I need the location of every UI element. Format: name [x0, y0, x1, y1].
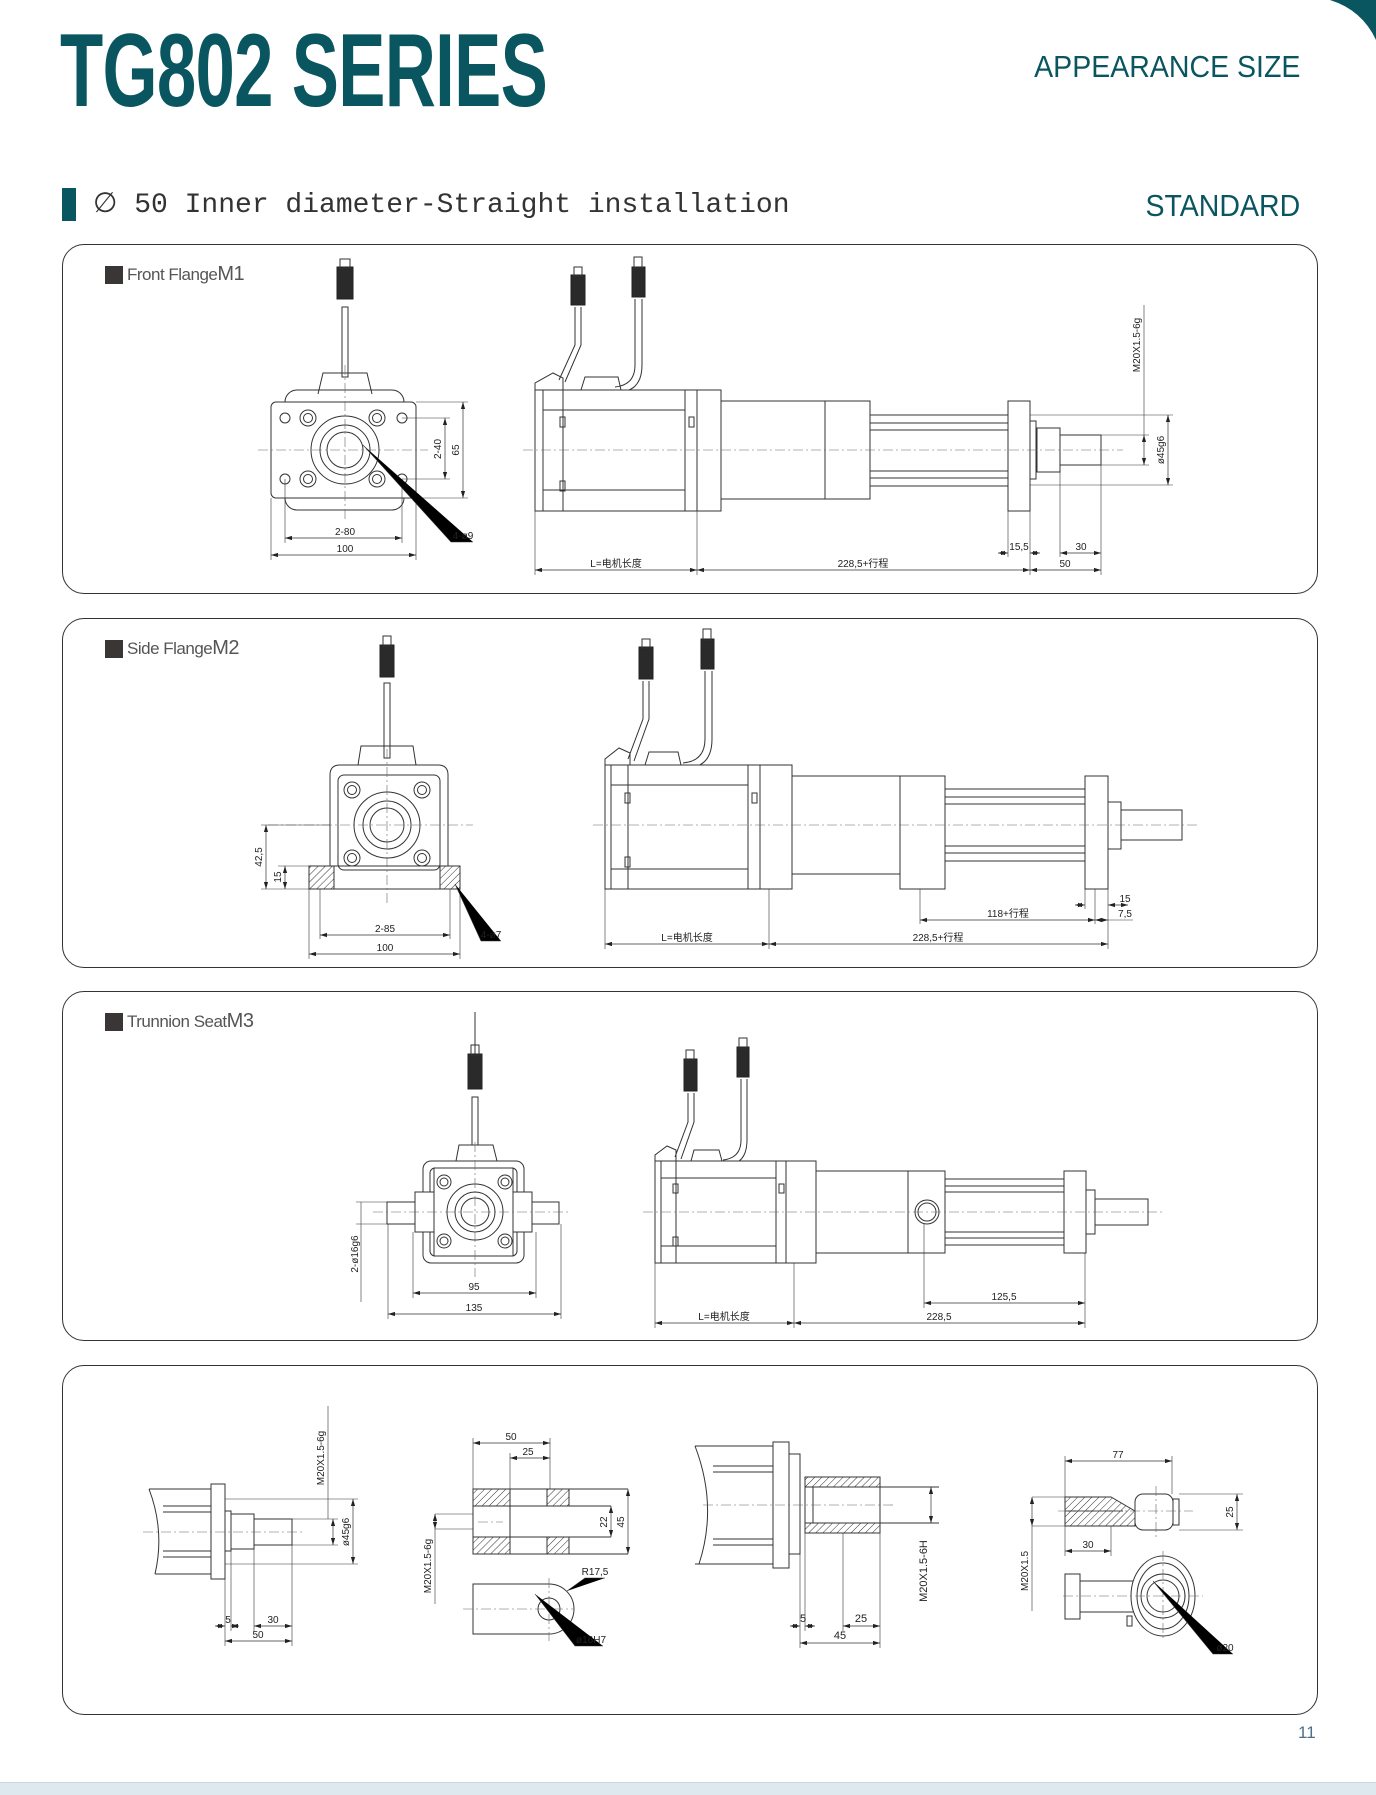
dim-label: L=电机长度: [698, 1310, 749, 1323]
page-number: 11: [1298, 1723, 1316, 1742]
dim-label: 2-ø16g6: [350, 1235, 361, 1273]
page-subtitle: APPEARANCE SIZE: [1033, 49, 1300, 84]
corner-decoration: [1330, 0, 1376, 40]
dim-label: 15: [273, 871, 284, 883]
label-text: Side Flange: [127, 638, 213, 658]
dim-label: 77: [1112, 1450, 1124, 1461]
dim-label: 4-ø9: [453, 531, 474, 542]
dim-label: 7,5: [1118, 909, 1132, 920]
dim-label: R17,5: [582, 1567, 609, 1578]
dim-label: ø45g6: [1156, 435, 1167, 464]
dim-label: ø45g6: [341, 1517, 352, 1546]
dim-label: 30: [1075, 542, 1087, 553]
dim-label: 2-40: [433, 439, 444, 459]
dim-label: 2-80: [335, 527, 355, 538]
clevis-drawing: 50 25 22 45 M20X1.5-6g R17,5 ø16H7: [423, 1432, 631, 1647]
dim-label: 42,5: [254, 847, 265, 867]
label-square-icon: [105, 265, 123, 284]
dim-label: 45: [834, 1630, 846, 1642]
dim-label: 4-ø7: [481, 930, 502, 941]
dim-label: 45: [616, 1516, 627, 1528]
dim-label: M20X1.5-6g: [316, 1431, 327, 1485]
label-code: M2: [212, 637, 240, 659]
rod-end-drawing: M20X1.5-6g ø45g6 5 30 50: [143, 1406, 358, 1646]
dim-label: 228,5: [926, 1312, 951, 1323]
dim-label: ø20: [1216, 1643, 1234, 1654]
panel-label: Front Flange M1: [105, 263, 245, 286]
label-code: M3: [226, 1010, 254, 1032]
dim-label: 25: [522, 1447, 534, 1458]
dim-label: 30: [1082, 1540, 1094, 1551]
dim-label: 50: [505, 1432, 517, 1443]
front-view-drawing: 2-ø16g6 95 135: [350, 1012, 568, 1319]
dim-label: L=电机长度: [590, 557, 641, 570]
dim-label: 95: [468, 1282, 480, 1293]
panel-front-flange: Front Flange M1 2-80 100: [62, 244, 1318, 594]
dim-label: M20X1.5-6H: [918, 1540, 930, 1602]
dim-label: 50: [1059, 559, 1071, 570]
panel-rod-end-accessories: M20X1.5-6g ø45g6 5 30 50 50: [62, 1365, 1318, 1715]
dim-label: 228,5+行程: [913, 931, 964, 944]
label-square-icon: [105, 639, 123, 658]
dim-label: 100: [377, 943, 394, 954]
rod-eye-drawing: 77 25 M20X1.5 30 ø20: [1020, 1450, 1243, 1655]
label-text: Front Flange: [127, 264, 218, 284]
label-text: Trunnion Seat: [127, 1011, 227, 1031]
dim-label: 100: [337, 544, 354, 555]
dim-label: 25: [1225, 1506, 1236, 1518]
dim-label: 5: [225, 1615, 231, 1626]
dim-label: 135: [466, 1303, 483, 1314]
dim-label: 22: [599, 1516, 610, 1528]
dim-label: 125,5: [991, 1292, 1016, 1303]
section-title: ∅ 50 Inner diameter-Straight installatio…: [93, 190, 790, 221]
dim-label: 5: [800, 1613, 806, 1625]
side-view-drawing: L=电机长度 228,5+行程 50 15,5 30 M20X1.5-6g ø4…: [523, 256, 1173, 575]
dim-label: M20X1.5-6g: [423, 1539, 434, 1593]
panel-label: Trunnion Seat M3: [105, 1010, 254, 1033]
section-marker: [62, 188, 76, 221]
dim-label: 25: [855, 1613, 867, 1625]
label-code: M1: [217, 263, 245, 285]
dim-label: ø16H7: [576, 1635, 606, 1646]
female-thread-drawing: M20X1.5-6H 5 25 45: [694, 1441, 939, 1648]
side-view-drawing: L=电机长度 228,5+行程 118+行程 15 7,5: [593, 628, 1198, 949]
dim-label: 228,5+行程: [838, 557, 889, 570]
panel-side-flange: Side Flange M2 42,5 15 2-85: [62, 618, 1318, 968]
dim-label: 30: [267, 1615, 279, 1626]
dim-label: M20X1.5: [1020, 1551, 1031, 1591]
dim-label: 15,5: [1009, 542, 1029, 553]
panel-label: Side Flange M2: [105, 637, 240, 660]
dim-label: 50: [252, 1630, 264, 1641]
dim-label: 65: [451, 444, 462, 456]
front-view-drawing: 42,5 15 2-85 100 4-ø7: [254, 635, 502, 959]
dim-label: L=电机长度: [661, 931, 712, 944]
label-square-icon: [105, 1012, 123, 1031]
front-view-drawing: 2-80 100 2-40 65 4-ø9: [258, 258, 474, 560]
dim-label: 15: [1119, 894, 1131, 905]
panel-trunnion-seat: Trunnion Seat M3 2-ø16g6 95: [62, 991, 1318, 1341]
side-view-drawing: 125,5 L=电机长度 228,5: [643, 1037, 1163, 1328]
page-title: TG802 SERIES: [60, 13, 548, 129]
footer-band: [0, 1782, 1376, 1795]
dim-label: 118+行程: [987, 907, 1029, 920]
dim-label: M20X1.5-6g: [1132, 318, 1143, 372]
dim-label: 2-85: [375, 924, 395, 935]
section-tag: STANDARD: [1145, 188, 1300, 223]
